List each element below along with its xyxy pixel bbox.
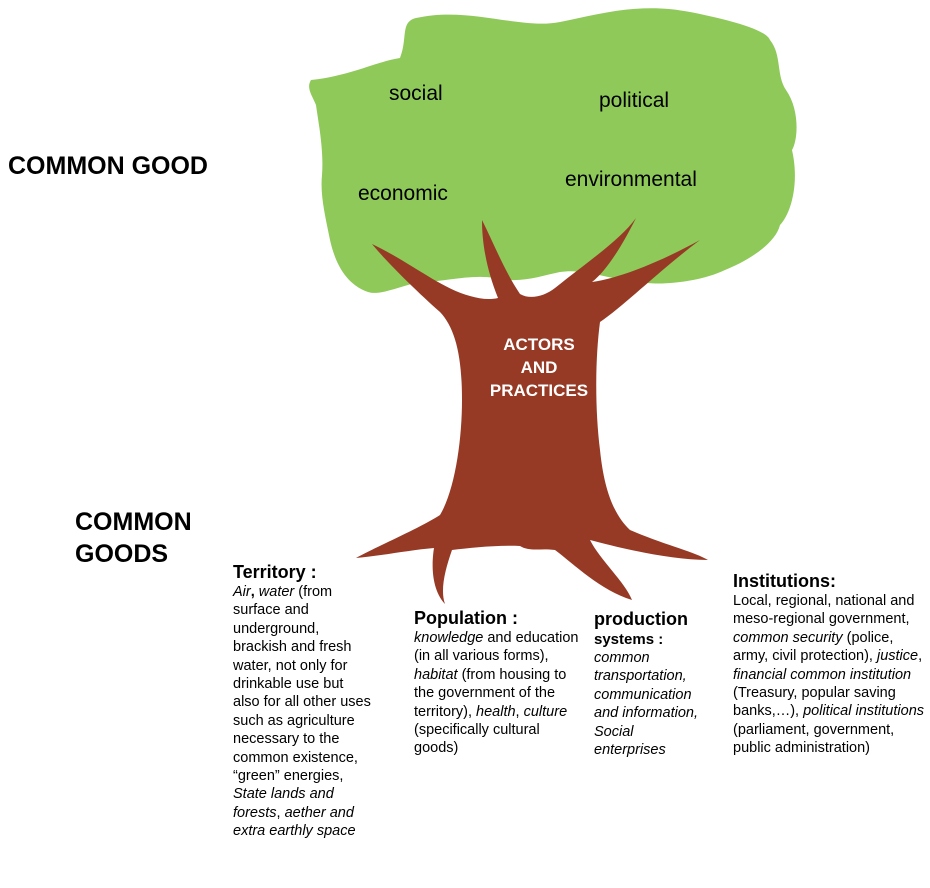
common-good-label: COMMON GOOD [8, 152, 208, 180]
common-goods-label: COMMON GOODS [75, 506, 192, 570]
trunk-label: ACTORS AND PRACTICES [469, 333, 609, 402]
trunk-label-line1: ACTORS [503, 335, 575, 354]
trunk-label-line2: AND [520, 358, 558, 377]
population-text: knowledge and education (in all various … [414, 629, 579, 758]
territory-text-part5: State lands and forests [233, 786, 334, 821]
territory-text-part6: , [276, 804, 285, 821]
territory-text-part4: (from surface and underground, brackish … [233, 584, 371, 785]
institutions-text-part5: , [918, 648, 923, 665]
institutions-text-part4: justice [876, 648, 919, 665]
institutions-text-part9: (parliament, government, public administ… [733, 721, 895, 757]
institutions-text-part3: (police, army, civil protection), [733, 629, 894, 665]
institutions-text-part2: common security [733, 629, 843, 646]
institutions-text-part6: financial common institution [733, 666, 912, 683]
territory-text-part1: Air [233, 584, 251, 600]
population-text-part5: health [476, 703, 516, 720]
population-block: Population : knowledge and education (in… [414, 607, 579, 758]
institutions-text-part7: (Treasury, popular saving banks,…), [733, 685, 896, 720]
territory-heading: Territory : [233, 562, 317, 582]
common-goods-line2: GOODS [75, 540, 169, 568]
crown-social: social [389, 82, 443, 105]
population-text-part6: , [515, 703, 524, 720]
territory-text: Air, water (from surface and underground… [233, 583, 373, 841]
territory-block: Territory : Air, water (from surface and… [233, 561, 373, 841]
territory-text-part3: water [258, 584, 295, 600]
common-goods-line1: COMMON [75, 508, 192, 536]
population-text-part7: culture [523, 703, 568, 720]
institutions-text: Local, regional, national and meso-regio… [733, 592, 928, 758]
population-text-part3: habitat [414, 666, 458, 683]
crown-economic: economic [358, 182, 448, 205]
production-block: production systems : common transportati… [594, 608, 706, 759]
tree-crown [309, 8, 797, 293]
trunk-label-line3: PRACTICES [489, 381, 589, 400]
tree-trunk [356, 218, 708, 604]
crown-political: political [599, 89, 670, 112]
institutions-block: Institutions: Local, regional, national … [733, 570, 928, 758]
production-heading: production [594, 609, 688, 629]
territory-text-part2: , [250, 584, 259, 600]
institutions-text-part8: political institutions [803, 703, 925, 720]
institutions-heading: Institutions: [733, 571, 836, 591]
population-text-part4: (from housing to the government of the t… [414, 666, 567, 720]
population-text-part8: (specifically cultural goods) [414, 722, 540, 757]
production-text: common transportation, communication and… [594, 650, 698, 759]
territory-text-part7: aether and extra earthly space [233, 804, 356, 840]
population-heading: Population : [414, 608, 518, 628]
production-subheading: systems : [594, 631, 664, 648]
institutions-text-part1: Local, regional, national and meso-regio… [733, 593, 915, 628]
population-text-part1: knowledge [414, 630, 484, 646]
crown-environmental: environmental [565, 168, 697, 191]
population-text-part2: and education (in all various forms), [414, 630, 579, 665]
